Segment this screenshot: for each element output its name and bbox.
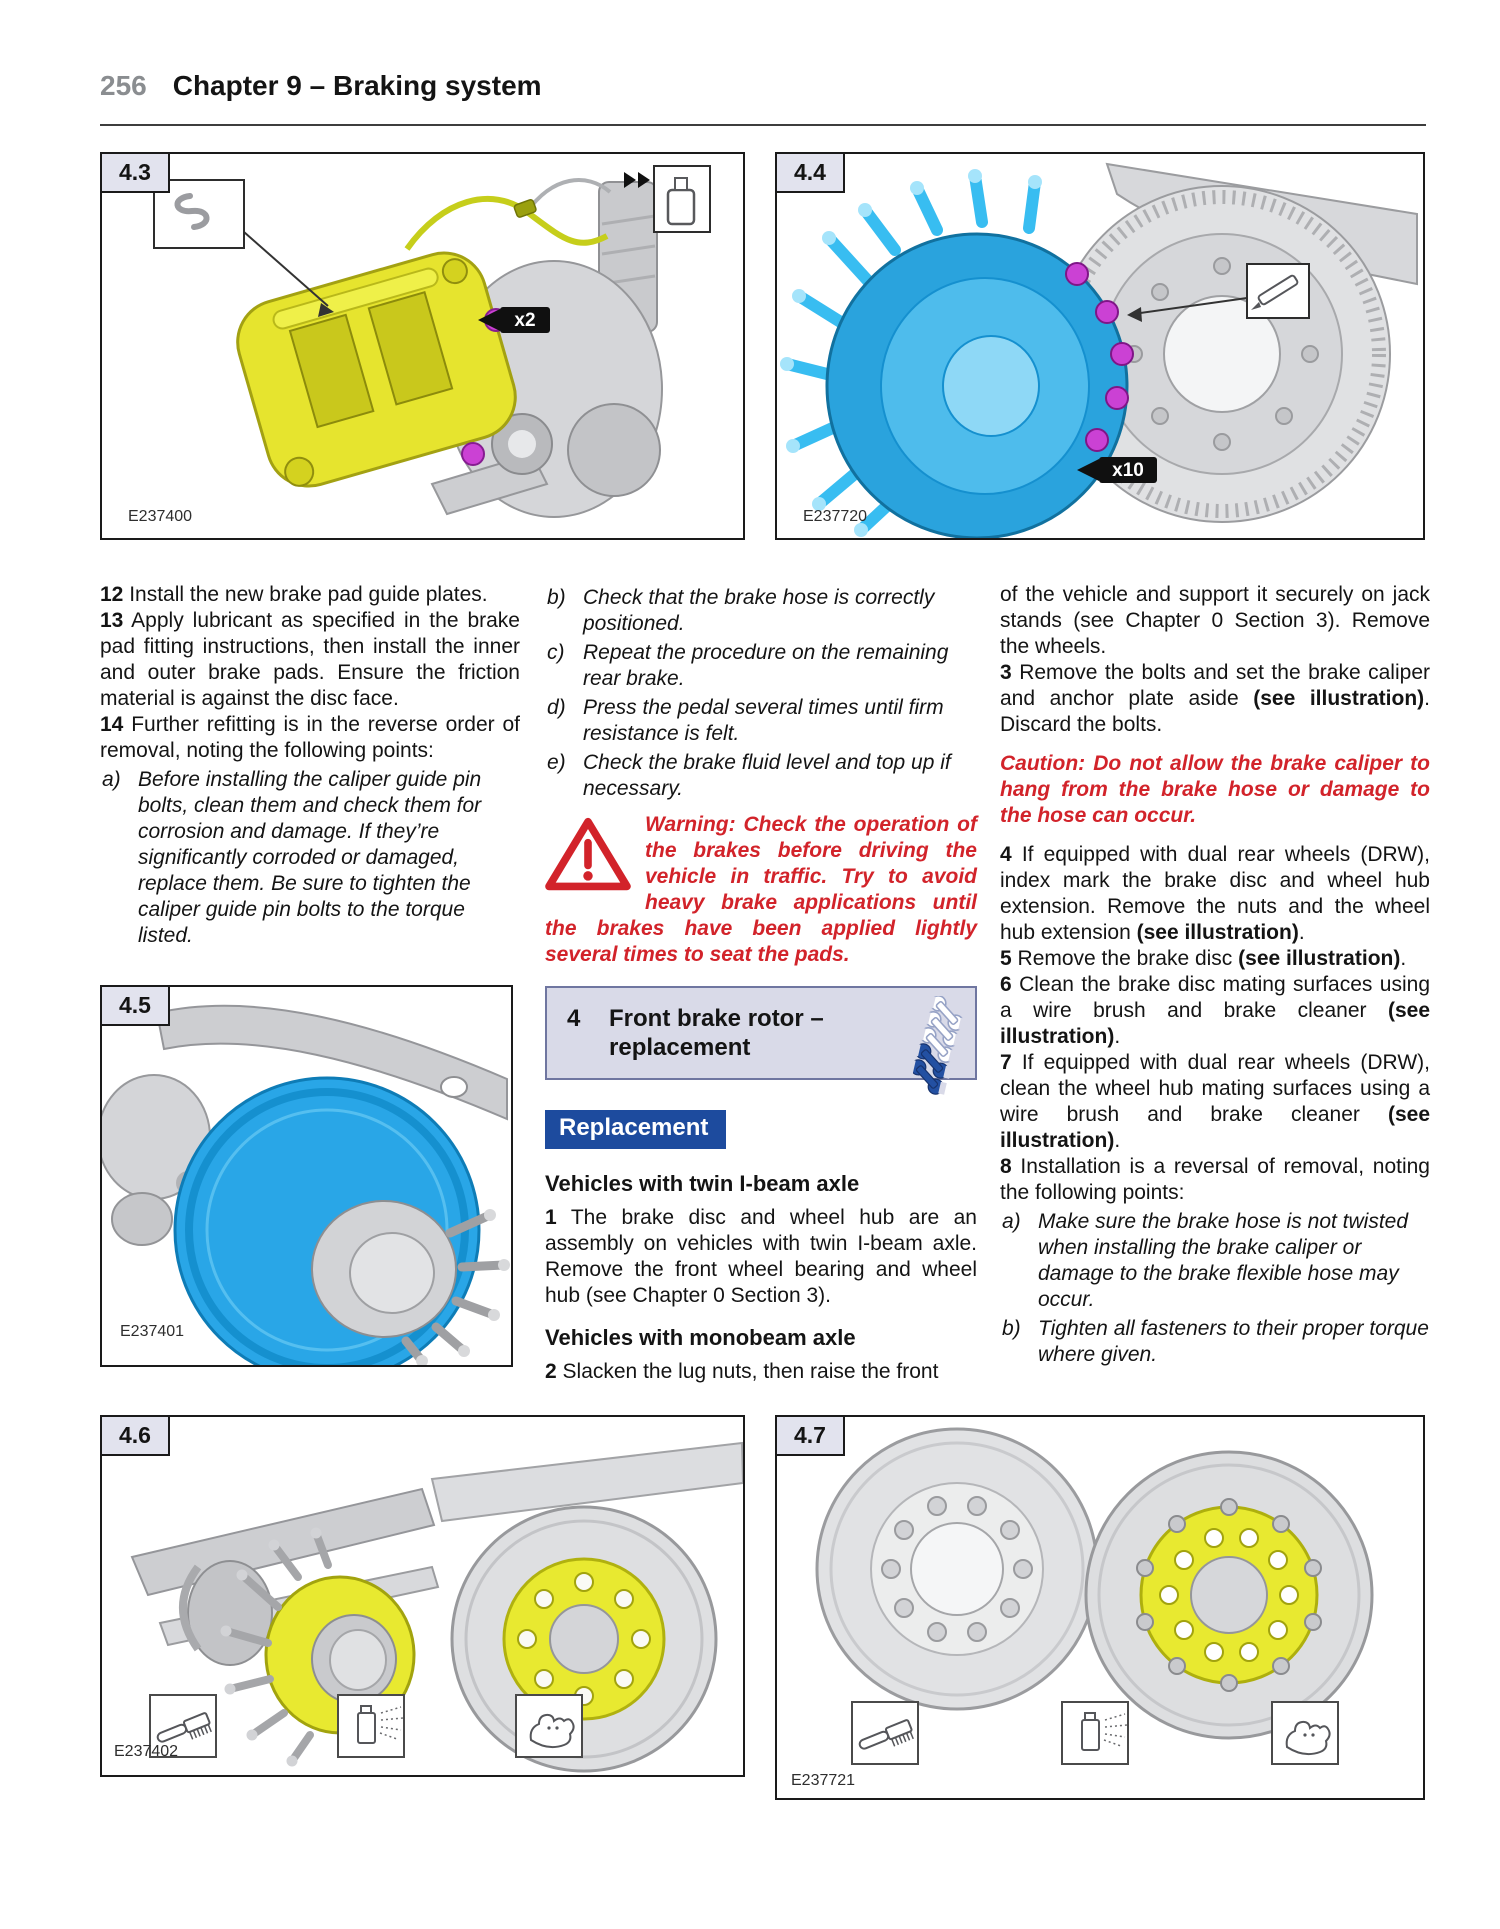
warning-block: Warning: Check the operation of the brak… xyxy=(545,812,977,968)
warning-triangle-icon xyxy=(545,817,631,891)
step-paragraph: 2 Slacken the lug nuts, then raise the f… xyxy=(545,1360,939,1383)
guide-pin-bolt xyxy=(461,442,485,466)
brake-caliper xyxy=(236,251,517,488)
svg-text:x2: x2 xyxy=(514,310,535,331)
brake-hose xyxy=(404,196,609,251)
figure-4-7-illustration xyxy=(815,1427,1374,1765)
figure-label: 4.6 xyxy=(102,1417,170,1456)
figure-label: 4.4 xyxy=(777,154,845,193)
figure-4-4: 4.4 xyxy=(775,152,1425,540)
figure-4-5-illustration xyxy=(97,1004,510,1384)
step-paragraph: 7 If equipped with dual rear wheels (DRW… xyxy=(1000,1051,1430,1152)
figure-4-6: 4.6 xyxy=(100,1415,745,1777)
figure-4-7: 4.7 xyxy=(775,1415,1425,1800)
chapter-title: Chapter 9 – Braking system xyxy=(172,70,542,101)
lettered-item: a)Make sure the brake hose is not twiste… xyxy=(1002,1210,1409,1311)
page-number: 256 xyxy=(100,70,147,101)
figure-code: E237402 xyxy=(114,1743,179,1760)
figure-4-5: 4.5 E237401 xyxy=(97,985,513,1384)
subheading-monobeam: Vehicles with monobeam axle xyxy=(545,1325,856,1350)
figure-code: E237401 xyxy=(120,1323,185,1340)
s-hook-icon xyxy=(174,193,210,230)
difficulty-wrench-icons xyxy=(913,996,969,1104)
lettered-item: c)Repeat the procedure on the remaining … xyxy=(547,641,949,690)
step-paragraph: 6 Clean the brake disc mating surfaces u… xyxy=(1000,973,1430,1048)
lettered-item: a)Before installing the caliper guide pi… xyxy=(102,768,482,947)
wipe-hand-icon xyxy=(1285,1720,1331,1756)
hub-nuts xyxy=(1065,262,1134,452)
step-paragraph: 13 Apply lubricant as specified in the b… xyxy=(100,609,520,710)
multiplier-badge-x10: x10 xyxy=(1077,457,1157,483)
wire-brush-icon xyxy=(156,1712,212,1743)
figure-label: 4.5 xyxy=(102,987,170,1026)
column-left: 12 Install the new brake pad guide plate… xyxy=(100,582,520,949)
step-paragraph: 4 If equipped with dual rear wheels (DRW… xyxy=(1000,843,1430,944)
wire-brush-icon xyxy=(858,1719,914,1750)
radius-arm xyxy=(155,1004,508,1121)
figure-4-3-illustration: x2 xyxy=(153,165,711,518)
continuation-paragraph: of the vehicle and support it securely o… xyxy=(1000,583,1430,658)
step-paragraph: 1 The brake disc and wheel hub are an as… xyxy=(545,1206,977,1307)
page-header: 256 Chapter 9 – Braking system xyxy=(100,70,542,102)
step-paragraph: 3 Remove the bolts and set the brake cal… xyxy=(1000,661,1430,736)
multiplier-badge-x2: x2 xyxy=(478,307,550,333)
step-paragraph: 12 Install the new brake pad guide plate… xyxy=(100,583,488,606)
lettered-item: b)Check that the brake hose is correctly… xyxy=(547,586,935,635)
wheel-studs xyxy=(222,1529,332,1765)
step-paragraph: 5 Remove the brake disc (see illus­trati… xyxy=(1000,947,1407,970)
sensor-cable xyxy=(525,178,612,214)
marker-pen-icon xyxy=(1251,274,1299,310)
figure-code: E237720 xyxy=(803,508,868,525)
arrow-icon xyxy=(624,172,636,188)
figure-code: E237721 xyxy=(791,1772,856,1789)
figure-4-6-illustration xyxy=(130,1441,745,1773)
wipe-hand-icon xyxy=(529,1713,575,1749)
replacement-heading: Replacement xyxy=(545,1110,727,1149)
arrow-icon xyxy=(638,172,650,188)
step-paragraph: 8 Installation is a reversal of removal,… xyxy=(1000,1155,1430,1204)
lettered-item: b)Tighten all fasteners to their proper … xyxy=(1002,1317,1429,1366)
figure-code: E237400 xyxy=(128,508,193,525)
header-divider xyxy=(100,124,1426,126)
section-number: 4 xyxy=(567,1005,581,1032)
spray-can-icon xyxy=(1081,1712,1128,1751)
column-right: of the vehicle and support it securely o… xyxy=(1000,582,1430,1368)
step-paragraph: 14 Further refitting is in the reverse o… xyxy=(100,713,520,762)
figure-4-4-illustration: x10 xyxy=(780,162,1418,540)
column-middle: b)Check that the brake hose is correctly… xyxy=(545,582,977,1385)
subheading-twin-ibeam: Vehicles with twin I-beam axle xyxy=(545,1171,860,1196)
figure-4-3: 4.3 xyxy=(100,152,745,540)
wheel-studs xyxy=(401,1210,509,1366)
fluid-bottle-icon xyxy=(666,177,696,226)
caution-text: Caution: Do not allow the brake caliper … xyxy=(1000,752,1430,827)
spray-can-icon xyxy=(357,1705,404,1744)
lettered-item: e)Check the brake fluid level and top up… xyxy=(547,751,951,800)
warning-text: Warning: Check the operation of the brak… xyxy=(545,813,977,966)
section-title: Front brake rotor – replacement xyxy=(609,1005,824,1061)
section-header-box: 4 Front brake rotor – replacement xyxy=(545,986,977,1104)
svg-text:x10: x10 xyxy=(1112,460,1144,481)
lettered-item: d)Press the pedal several times until fi… xyxy=(547,696,944,745)
figure-label: 4.7 xyxy=(777,1417,845,1456)
figure-label: 4.3 xyxy=(102,154,170,193)
